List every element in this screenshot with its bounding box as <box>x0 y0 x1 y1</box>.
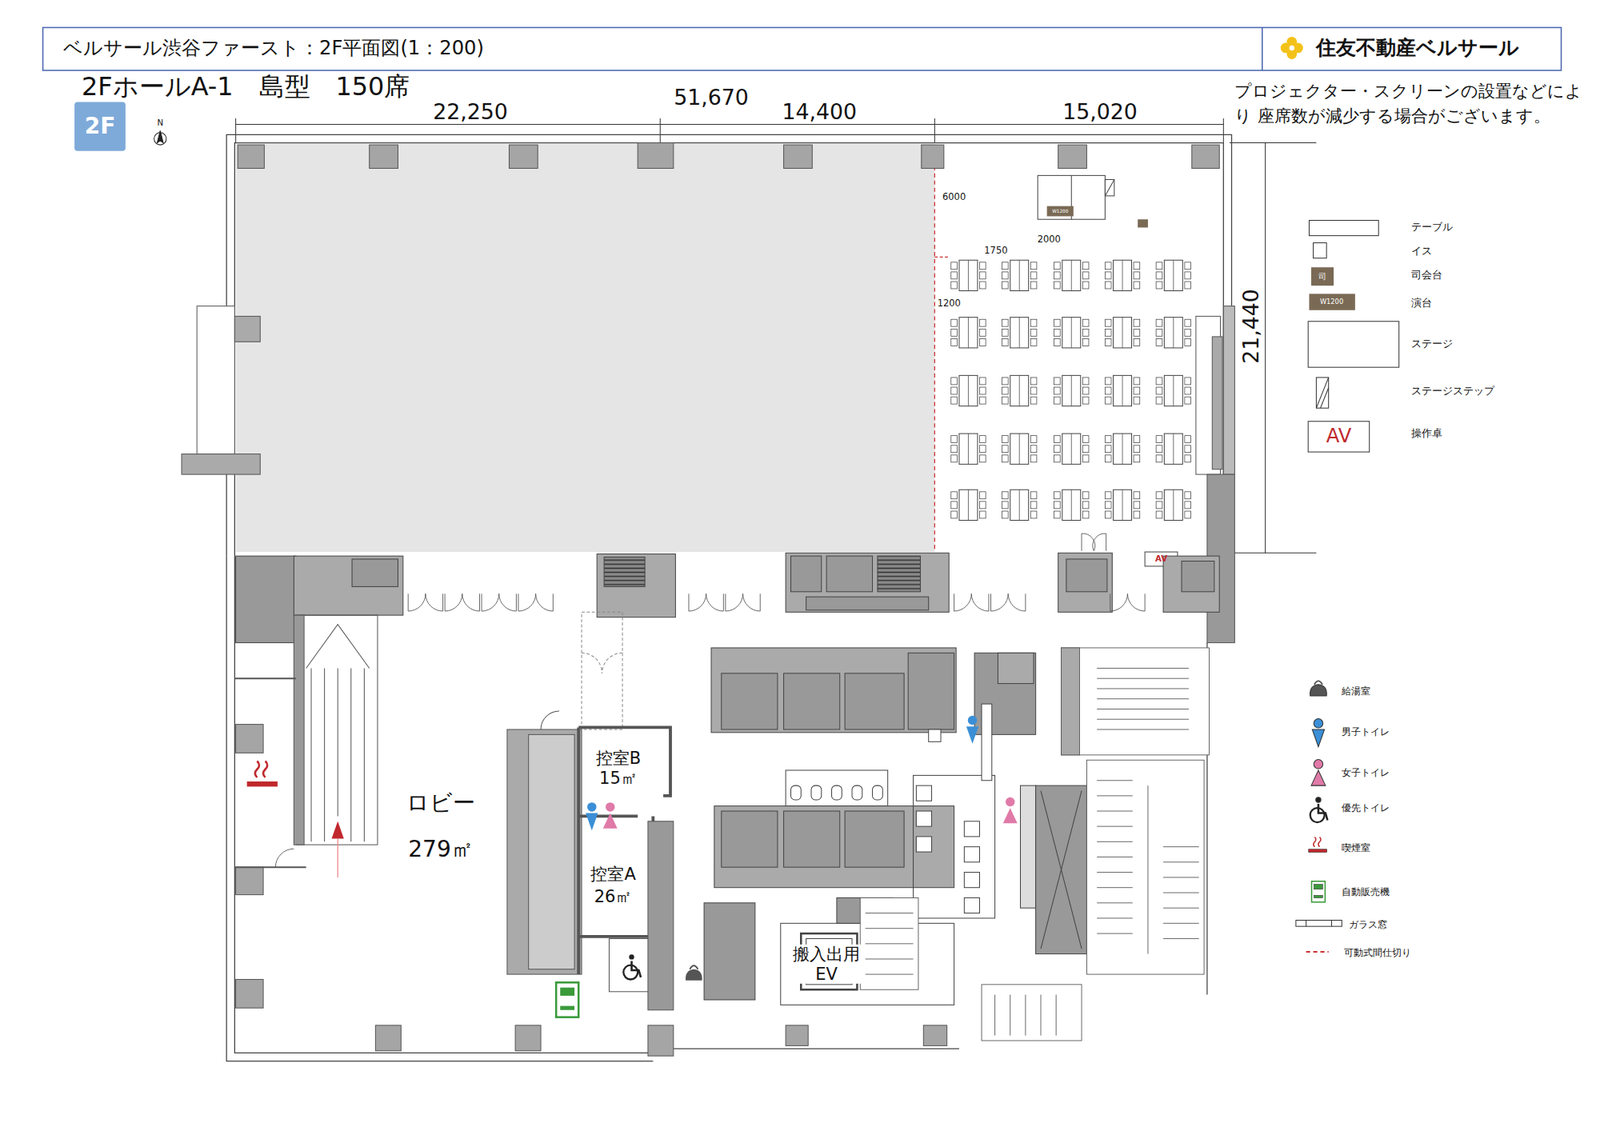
plan-icons <box>247 716 1018 1018</box>
hall-wall-blocks <box>236 552 1220 643</box>
page-title: ベルサール渋谷ファースト：2F平面図(1：200) <box>63 37 484 61</box>
logo-text: 住友不動産ベルサール <box>1316 36 1520 60</box>
legend-icon-text: W1200 <box>1320 298 1344 307</box>
room-label: 控室A 26㎡ <box>590 864 636 907</box>
cores <box>704 648 1087 1005</box>
hall-heading: 2FホールA-1 島型 150席 <box>81 71 410 102</box>
room-text: ロビー <box>406 790 476 816</box>
columns <box>236 143 1220 1057</box>
legend-symbols <box>1296 220 1400 953</box>
legend-text: 演台 <box>1411 296 1432 310</box>
legend-text: 可動式間仕切り <box>1344 947 1412 960</box>
dimension: 6000 <box>942 192 966 204</box>
legend-text: 優先トイレ <box>1341 802 1390 815</box>
note: プロジェクター・スクリーンの設置などにより 座席数が減少する場合がございます。 <box>1234 80 1597 129</box>
legend-text: 喫煙室 <box>1341 842 1371 855</box>
legend-text: テーブル <box>1411 220 1453 234</box>
legend-text: 給湯室 <box>1341 684 1371 697</box>
dimension: 51,670 <box>673 84 749 111</box>
dimension: 15,020 <box>1062 99 1138 125</box>
room-text: 15㎡ <box>599 768 638 788</box>
room-text: 279㎡ <box>408 836 474 863</box>
legend-text: 女子トイレ <box>1341 766 1390 779</box>
legend-text: 司会台 <box>1411 268 1443 282</box>
dimension: 2000 <box>1037 234 1061 246</box>
dimension: 21,440 <box>1238 288 1264 364</box>
room-text: 搬入出用 EV <box>788 944 865 984</box>
dimension: 1750 <box>984 245 1008 257</box>
lobby-partitions <box>507 612 674 1010</box>
north-label: N <box>156 118 164 128</box>
legend-text: イス <box>1411 244 1432 258</box>
dimension: 1200 <box>937 298 961 310</box>
room-text: 控室B <box>596 748 641 768</box>
legend-text: 操作卓 <box>1411 427 1443 440</box>
av-label: AV <box>1155 554 1168 564</box>
floor-badge-text: 2F <box>84 112 116 140</box>
header-band <box>43 27 1562 71</box>
north-arrow <box>154 130 167 145</box>
dimension: 22,250 <box>432 99 508 125</box>
side-walls <box>181 306 1235 644</box>
escalator <box>293 615 378 878</box>
room-label: 搬入出用 EV <box>788 944 865 984</box>
hall-area <box>236 144 950 552</box>
legend-text: ガラス窓 <box>1348 918 1388 931</box>
smoking-room <box>234 678 306 868</box>
doors <box>408 533 1145 612</box>
dimension: 14,400 <box>781 99 857 125</box>
seating-islands <box>951 260 1192 520</box>
legend-icon-text: AV <box>1326 424 1352 448</box>
floor-badge <box>74 102 126 152</box>
legend-text: ステージステップ <box>1411 384 1495 397</box>
legend-icon-text: 司 <box>1318 272 1327 282</box>
room-label: ロビー 279㎡ <box>406 790 476 863</box>
stairs <box>860 648 1209 1041</box>
room-label: 控室B15㎡ <box>596 748 641 788</box>
legend-text: 自動販売機 <box>1341 886 1390 899</box>
room-text: 26㎡ <box>594 887 633 907</box>
legend-text: 男子トイレ <box>1341 725 1390 738</box>
dimension-lines <box>236 118 1317 553</box>
podium-label: W1200 <box>1052 208 1068 215</box>
room-text: 控室A <box>590 864 636 884</box>
legend-text: ステージ <box>1411 337 1453 351</box>
outer-walls <box>226 134 1232 1061</box>
stage <box>1037 175 1148 228</box>
